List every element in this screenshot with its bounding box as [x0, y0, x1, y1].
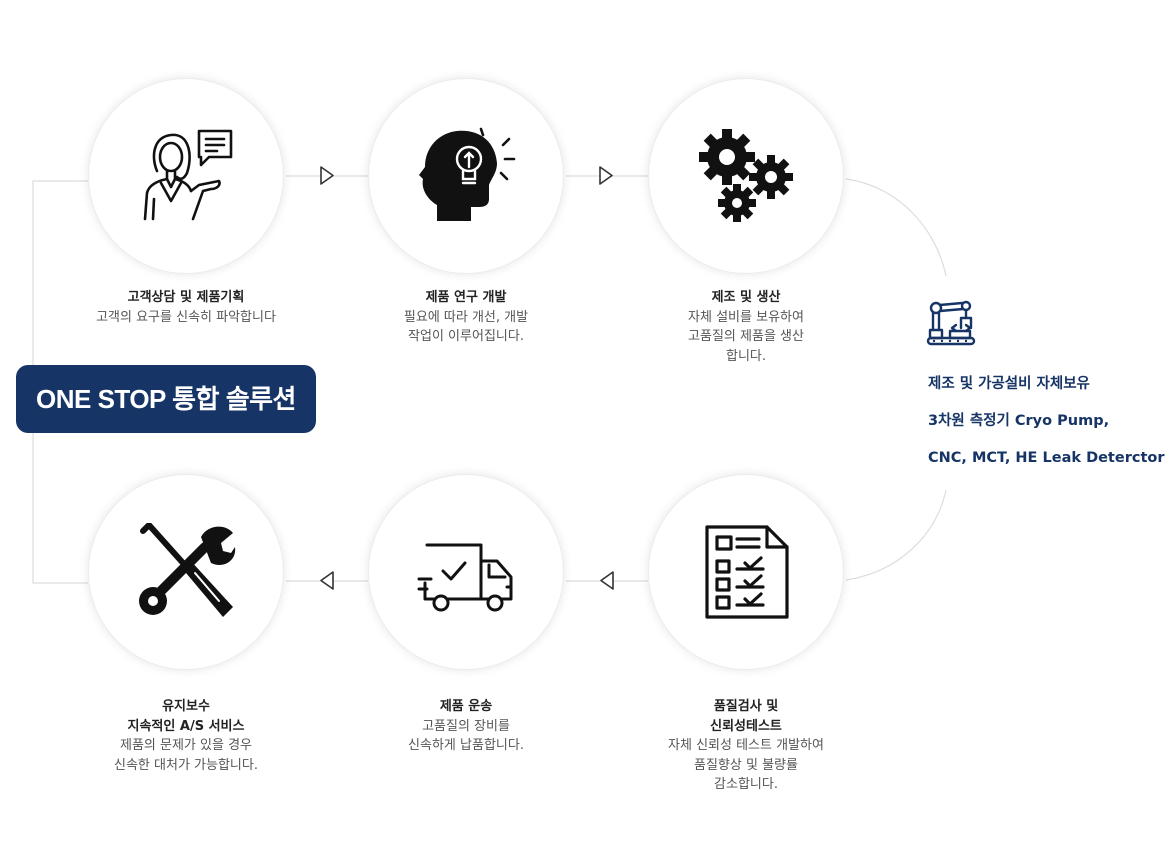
right-arc-top [845, 178, 947, 277]
facility-info: 제조 및 가공설비 자체보유 3차원 측정기 Cryo Pump, CNC, M… [928, 366, 1168, 477]
step-text-consult: 고객상담 및 제품기획 고객의 요구를 신속히 파악합니다 [71, 288, 301, 327]
step-text-research: 제품 연구 개발 필요에 따라 개선, 개발 작업이 이루어집니다. [351, 288, 581, 347]
step-title: 유지보수 지속적인 A/S 서비스 [127, 699, 245, 734]
delivery-truck-icon [417, 543, 513, 612]
robot-arm-icon [926, 300, 976, 346]
step-circle-research [368, 78, 564, 274]
facility-line: CNC, MCT, HE Leak Deterctor [928, 450, 1165, 466]
step-text-quality: 품질검사 및 신뢰성테스트 자체 신뢰성 테스트 개발하여 품질향상 및 불량률… [631, 697, 861, 795]
step-title: 제조 및 생산 [711, 290, 781, 305]
step-text-delivery: 제품 운송 고품질의 장비를 신속하게 납품합니다. [351, 697, 581, 756]
step-desc: 자체 설비를 보유하여 고품질의 제품을 생산 합니다. [688, 309, 804, 364]
arrow-right-2 [599, 166, 613, 185]
checklist-icon [705, 525, 789, 619]
gears-icon [699, 129, 793, 222]
step-desc: 자체 신뢰성 테스트 개발하여 품질향상 및 불량률 감소합니다. [668, 738, 824, 792]
one-stop-badge: ONE STOP 통합 솔루션 [16, 365, 316, 433]
facility-line: 제조 및 가공설비 자체보유 [928, 376, 1090, 392]
step-desc: 고객의 요구를 신속히 파악합니다 [96, 309, 276, 325]
arrow-right-1 [320, 166, 334, 185]
arrow-left-1 [320, 571, 334, 590]
step-title: 고객상담 및 제품기획 [127, 290, 245, 305]
step-title: 품질검사 및 신뢰성테스트 [710, 699, 782, 734]
facility-line: 3차원 측정기 Cryo Pump, [928, 413, 1110, 429]
step-circle-quality [648, 474, 844, 670]
arrow-left-2 [600, 571, 614, 590]
step-circle-maintenance [88, 474, 284, 670]
step-title: 제품 연구 개발 [425, 290, 507, 305]
right-arc-bottom [845, 489, 947, 581]
step-text-manufacture: 제조 및 생산 자체 설비를 보유하여 고품질의 제품을 생산 합니다. [631, 288, 861, 366]
step-circle-consult [88, 78, 284, 274]
idea-head-icon [419, 127, 516, 221]
step-desc: 고품질의 장비를 신속하게 납품합니다. [408, 718, 524, 754]
step-text-maintenance: 유지보수 지속적인 A/S 서비스 제품의 문제가 있을 경우 신속한 대처가 … [71, 697, 301, 775]
tools-icon [139, 523, 236, 617]
step-circle-delivery [368, 474, 564, 670]
consultant-icon [143, 129, 233, 221]
step-desc: 필요에 따라 개선, 개발 작업이 이루어집니다. [403, 309, 529, 345]
step-desc: 제품의 문제가 있을 경우 신속한 대처가 가능합니다. [114, 738, 258, 773]
step-title: 제품 운송 [439, 699, 493, 714]
step-circle-manufacture [648, 78, 844, 274]
